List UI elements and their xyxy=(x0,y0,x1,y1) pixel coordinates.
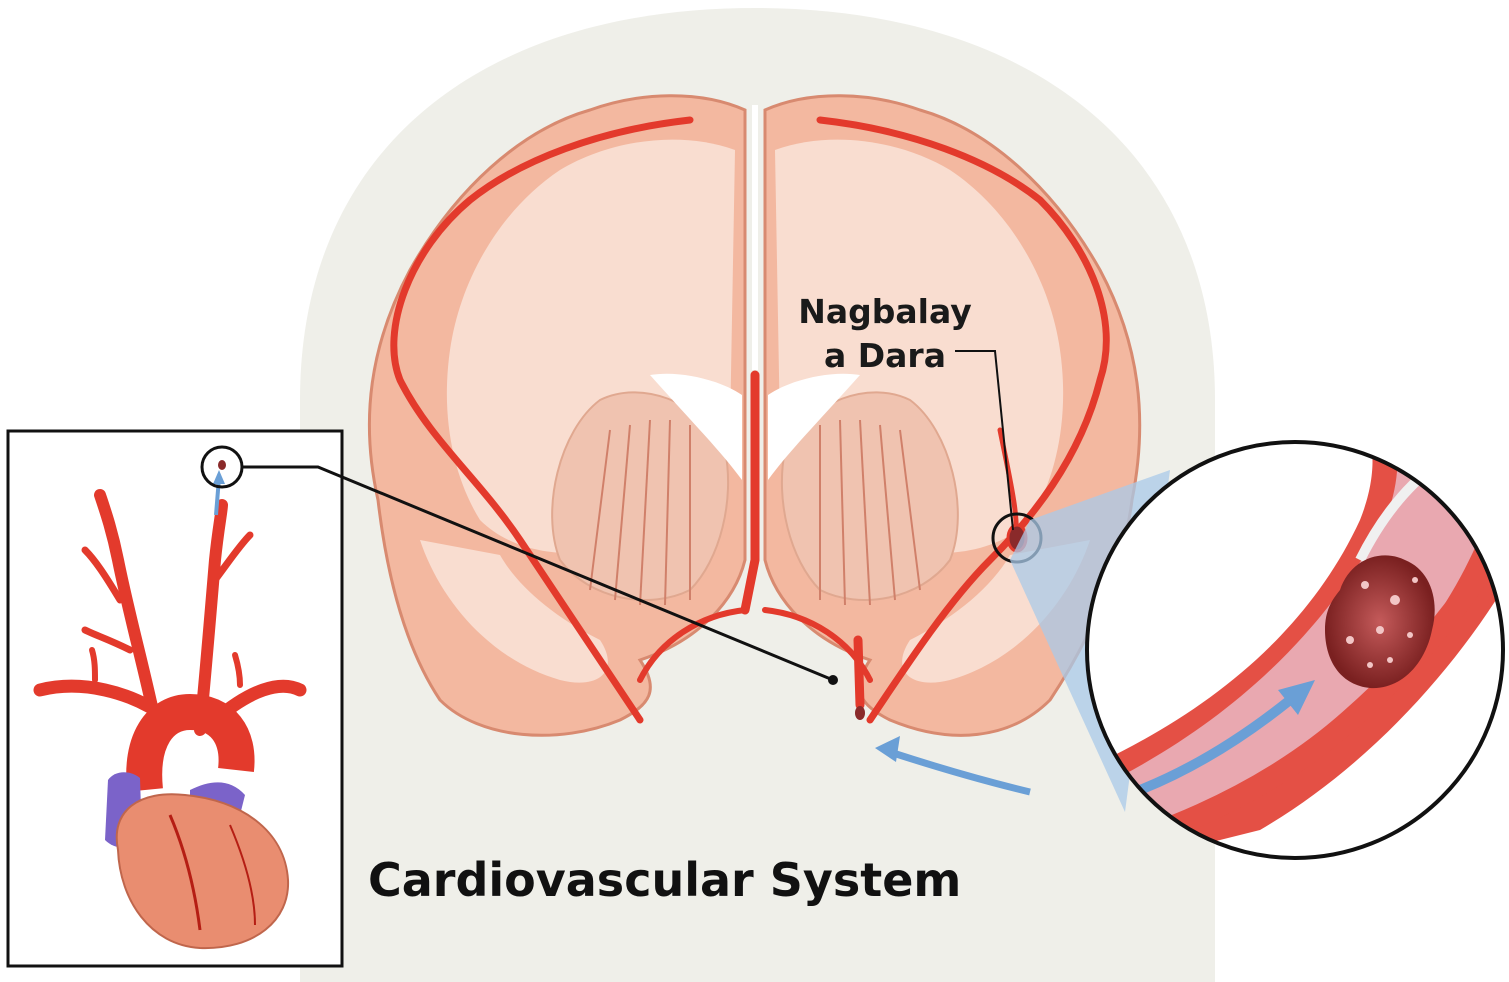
clot-label-line2: a Dara xyxy=(760,334,1010,378)
system-title: Cardiovascular System xyxy=(368,850,961,910)
inset-heart-panel xyxy=(8,431,342,966)
traveling-clot xyxy=(855,706,865,720)
clot-label-line1: Nagbalay xyxy=(760,290,1010,334)
inset-clot xyxy=(218,460,226,470)
clot-label: Nagbalay a Dara xyxy=(760,290,1010,378)
connector-dot xyxy=(828,675,838,685)
internal-carotid xyxy=(858,640,860,705)
